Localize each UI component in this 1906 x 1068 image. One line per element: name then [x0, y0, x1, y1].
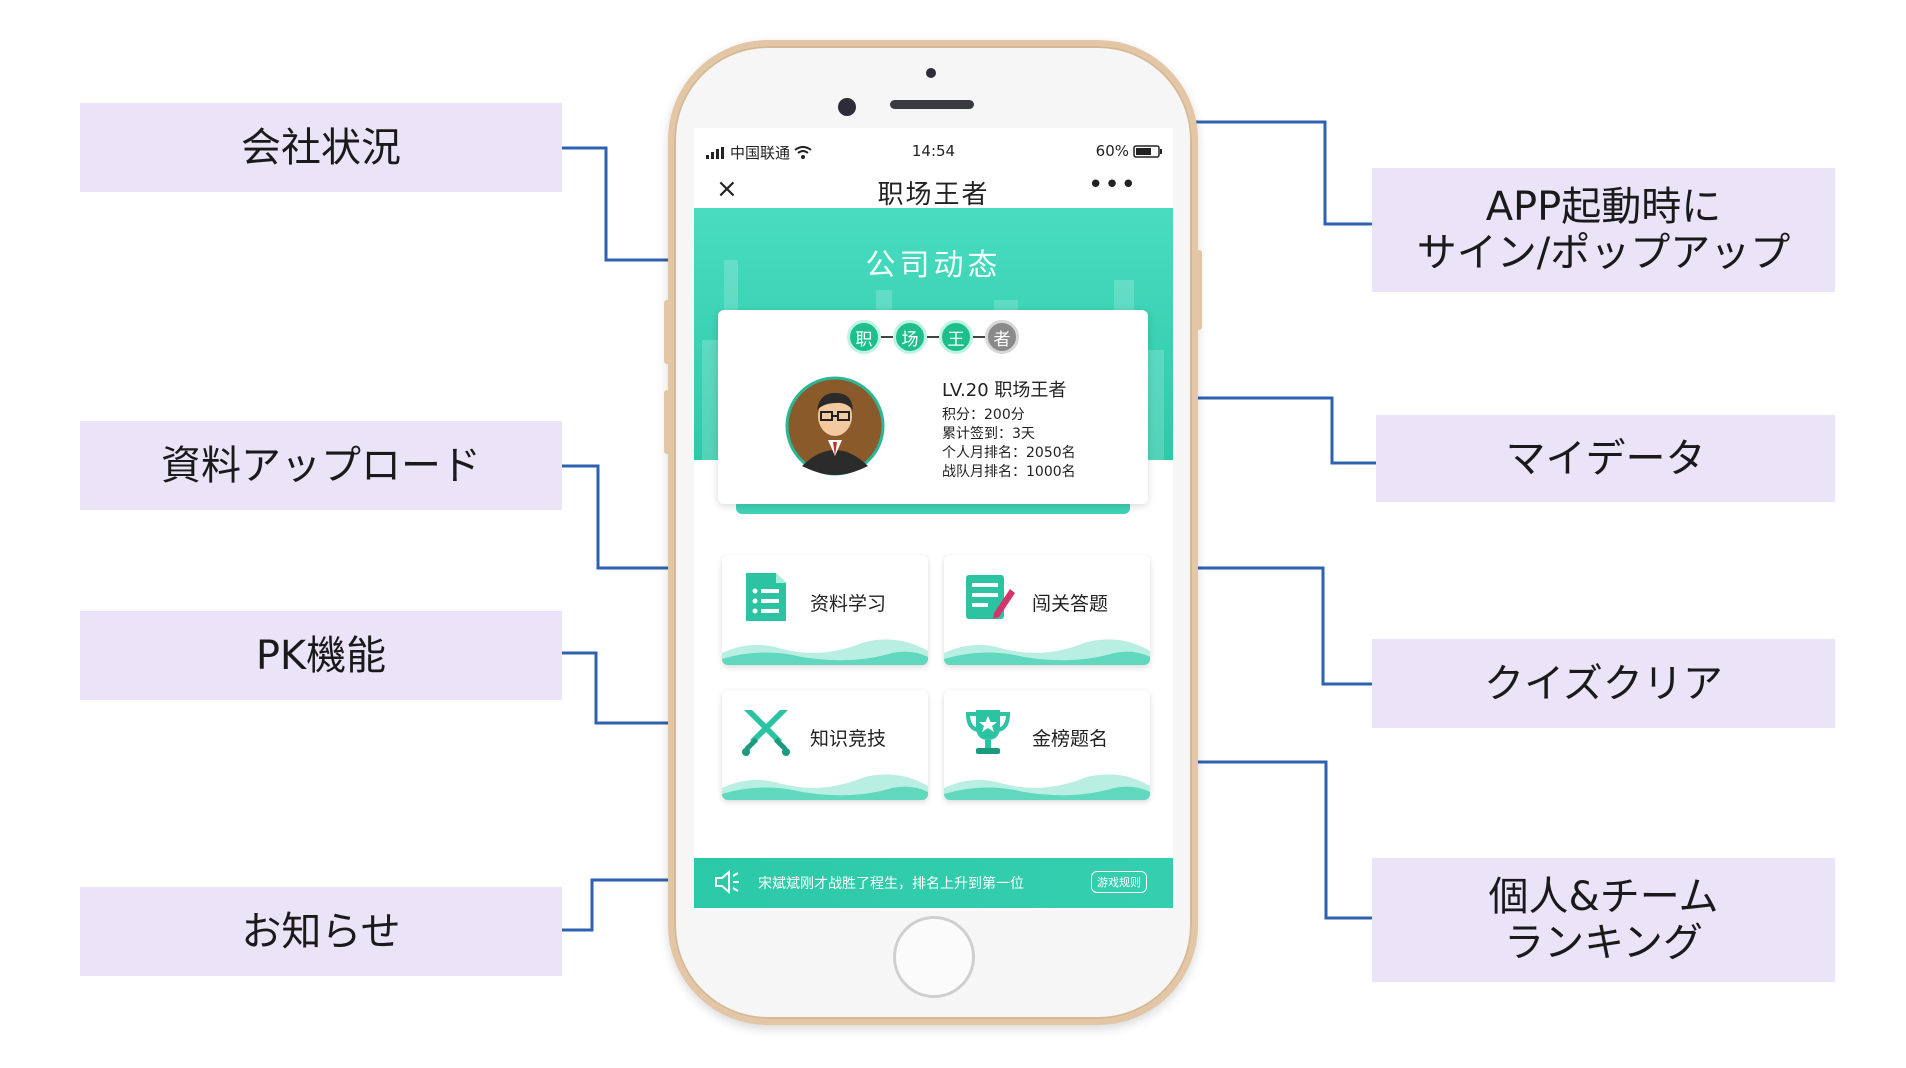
home-button[interactable] — [893, 916, 975, 998]
profile-info: LV.20 职场王者 积分：200分 累计签到：3天 个人月排名：2050名 战… — [942, 376, 1076, 482]
wifi-icon — [794, 146, 812, 159]
chain-link — [973, 336, 985, 338]
front-camera — [838, 98, 856, 116]
card-label: 闯关答题 — [1032, 593, 1109, 615]
profile-checkin: 累计签到：3天 — [942, 426, 1035, 442]
callout-material-upload: 資料アップロード — [80, 421, 562, 510]
profile-team-rank: 战队月排名：1000名 — [942, 464, 1076, 480]
trophy-icon — [965, 710, 1011, 754]
chain-bead: 王 — [939, 320, 973, 354]
phone-screen: 中国联通 14:54 60% × 职场王者 ••• 公司动态 职 场 王 — [694, 128, 1173, 910]
battery-icon — [1133, 144, 1162, 158]
profile-personal-rank: 个人月排名：2050名 — [942, 445, 1076, 461]
game-rules-button[interactable]: 游戏规则 — [1091, 871, 1147, 893]
side-button-power — [1196, 250, 1202, 330]
more-icon[interactable]: ••• — [1087, 170, 1137, 200]
chain-link — [881, 336, 893, 338]
profile-points: 积分：200分 — [942, 407, 1025, 423]
card-quiz[interactable]: 闯关答题 — [944, 555, 1150, 665]
card-wave — [722, 639, 928, 665]
status-time: 14:54 — [911, 142, 956, 160]
card-knowledge-pk[interactable]: 知识竞技 — [722, 690, 928, 800]
side-button-volume-up — [664, 300, 670, 364]
edit-note-icon — [966, 575, 1015, 619]
company-news-title: 公司动态 — [865, 248, 1002, 283]
card-wave — [944, 774, 1150, 800]
card-ranking[interactable]: 金榜题名 — [944, 690, 1150, 800]
earpiece-speaker — [890, 100, 974, 109]
callout-company-status: 会社状況 — [80, 103, 562, 192]
close-icon[interactable]: × — [716, 174, 738, 204]
carrier-name: 中国联通 — [730, 144, 791, 162]
callout-quiz-clear: クイズクリア — [1372, 639, 1835, 728]
chain-bead: 者 — [985, 320, 1019, 354]
chain-link — [927, 336, 939, 338]
callout-notice: お知らせ — [80, 887, 562, 976]
profile-level: LV.20 职场王者 — [942, 380, 1067, 401]
callout-ranking: 個人&チーム ランキング — [1372, 858, 1835, 982]
battery-percent: 60% — [1095, 142, 1129, 160]
card-material-study[interactable]: 资料学习 — [722, 555, 928, 665]
card-wave — [722, 774, 928, 800]
chain-bead: 职 — [847, 320, 881, 354]
side-button-volume-down — [664, 390, 670, 454]
proximity-sensor — [926, 68, 936, 78]
notice-text: 宋斌斌刚才战胜了程生，排名上升到第一位 — [758, 876, 1024, 892]
callout-my-data: マイデータ — [1376, 415, 1835, 502]
skyline-building — [702, 340, 720, 460]
callout-signin-popup: APP起動時に サイン/ポップアップ — [1372, 168, 1835, 292]
status-bar: 中国联通 14:54 60% — [694, 142, 1173, 164]
card-label: 资料学习 — [810, 593, 887, 615]
card-label: 知识竞技 — [810, 728, 887, 750]
card-label: 金榜题名 — [1032, 728, 1109, 750]
crossed-swords-icon — [742, 710, 790, 756]
callout-pk-feature: PK機能 — [80, 611, 562, 700]
avatar — [785, 376, 885, 476]
notice-bar: 宋斌斌刚才战胜了程生，排名上升到第一位 游戏规则 — [694, 858, 1173, 908]
profile-card[interactable]: 职 场 王 者 LV.20 职场王者 积分：200分 累计签到：3天 个人月排名… — [718, 310, 1148, 504]
card-wave — [944, 639, 1150, 665]
chain-bead: 场 — [893, 320, 927, 354]
signal-icon — [706, 146, 724, 159]
speaker-icon — [715, 870, 739, 894]
title-bar: × 职场王者 ••• — [694, 170, 1173, 210]
title-chain: 职 场 王 者 — [718, 320, 1148, 354]
document-list-icon — [746, 573, 786, 621]
page-title: 职场王者 — [877, 180, 990, 210]
